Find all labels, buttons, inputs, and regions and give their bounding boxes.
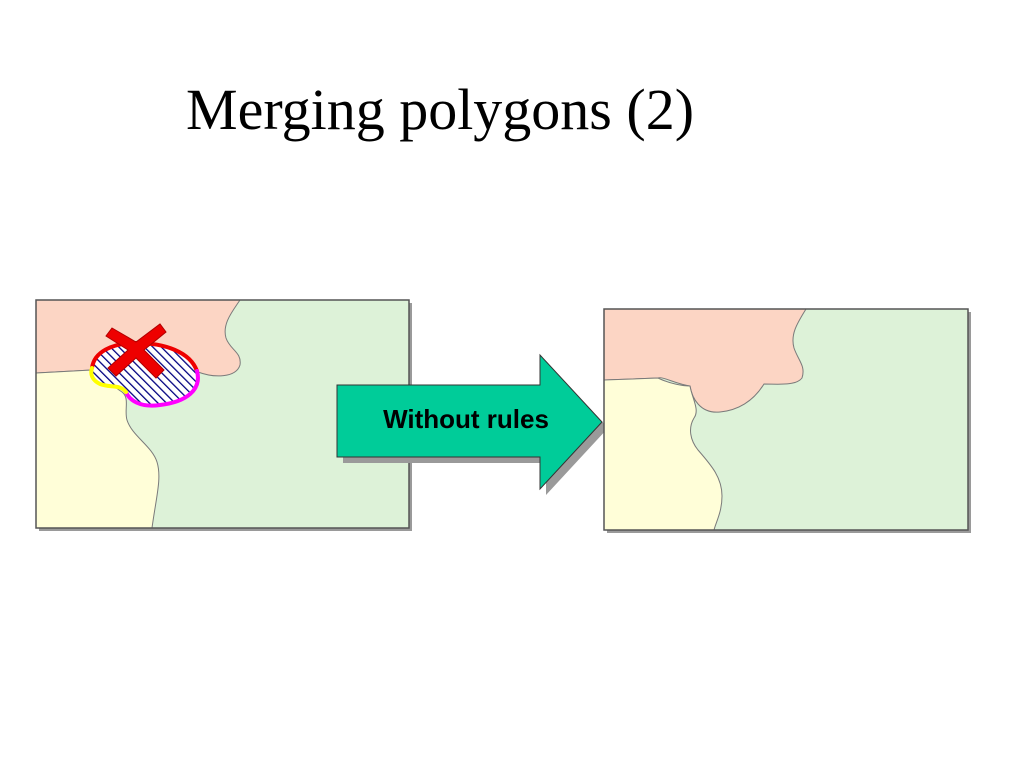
selected-outline-magenta xyxy=(124,369,200,408)
map-after-frame xyxy=(603,308,969,531)
slide-title: Merging polygons (2) xyxy=(186,77,695,142)
map-after xyxy=(603,308,971,533)
x-mark-icon xyxy=(105,323,167,379)
selected-outline-yellow xyxy=(89,366,128,394)
merge-arrow: Without rules xyxy=(336,353,608,495)
region-yellow-after xyxy=(604,377,723,530)
merge-arrow-body xyxy=(336,353,603,491)
arrow-label: Without rules xyxy=(383,404,549,434)
